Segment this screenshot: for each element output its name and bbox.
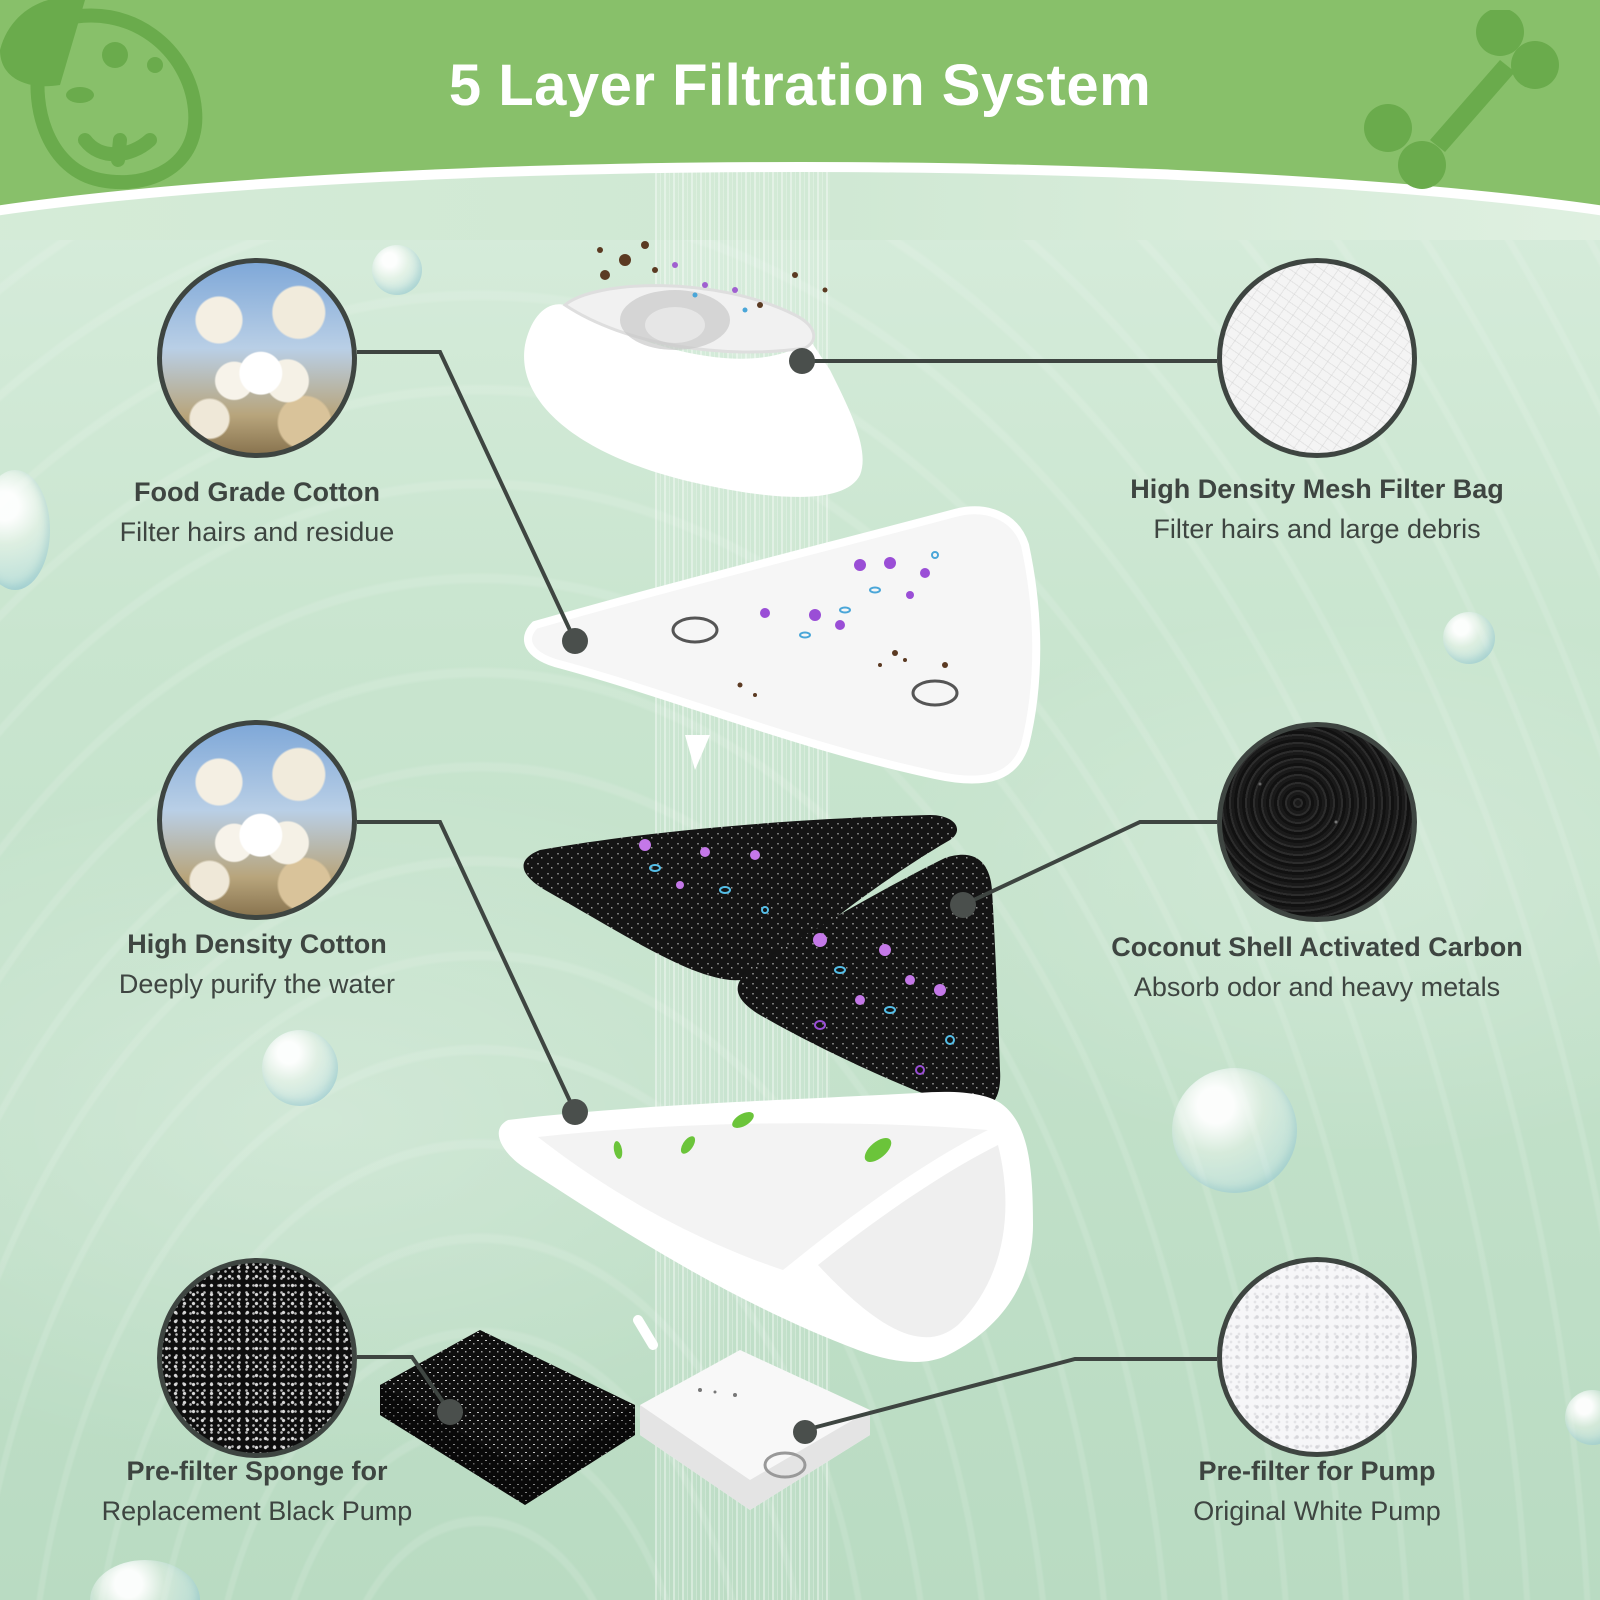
layer-title: High Density Mesh Filter Bag (1130, 474, 1504, 504)
layer-title: Pre-filter for Pump (1198, 1456, 1436, 1486)
white-pump-prefilter-image (640, 1350, 870, 1510)
layer-description: Filter hairs and residue (119, 517, 395, 547)
layer-description: Filter hairs and large debris (1153, 514, 1481, 544)
dog-face-icon (0, 0, 203, 190)
high-density-cotton-tray-image (498, 1091, 1034, 1362)
layer-description: Replacement Black Pump (101, 1496, 413, 1526)
high-density-cotton-thumbnail (157, 720, 357, 920)
food-grade-cotton-thumbnail (157, 258, 357, 458)
header-banner: 5 Layer Filtration System (0, 0, 1600, 240)
bone-icon (1364, 10, 1559, 189)
layer-description: Original White Pump (1193, 1496, 1441, 1526)
bubble (1443, 612, 1495, 664)
layer-title: Pre-filter Sponge for (126, 1456, 388, 1486)
activated-carbon-pad-left-image (523, 815, 958, 981)
mesh-filter-bag-image (524, 241, 863, 497)
mesh-filter-bag-label: High Density Mesh Filter Bag Filter hair… (1067, 469, 1567, 549)
high-density-cotton-label: High Density Cotton Deeply purify the wa… (57, 924, 457, 1004)
black-pump-sponge-thumbnail (157, 1258, 357, 1458)
bubble (262, 1030, 338, 1106)
layer-title: Coconut Shell Activated Carbon (1111, 932, 1523, 962)
activated-carbon-pad-right-image (737, 854, 1001, 1110)
black-pump-sponge-label: Pre-filter Sponge for Replacement Black … (57, 1451, 457, 1531)
food-grade-cotton-pad-image (523, 506, 1041, 784)
food-grade-cotton-label: Food Grade Cotton Filter hairs and resid… (57, 472, 457, 552)
mesh-filter-bag-thumbnail (1217, 258, 1417, 458)
bubble (372, 245, 422, 295)
white-pump-prefilter-thumbnail (1217, 1257, 1417, 1457)
layer-title: High Density Cotton (127, 929, 387, 959)
bubble (1172, 1068, 1297, 1193)
layer-title: Food Grade Cotton (134, 477, 380, 507)
layer-description: Deeply purify the water (118, 969, 396, 999)
activated-carbon-label: Coconut Shell Activated Carbon Absorb od… (1057, 927, 1577, 1007)
activated-carbon-thumbnail (1217, 722, 1417, 922)
page-title: 5 Layer Filtration System (448, 53, 1152, 118)
white-pump-prefilter-label: Pre-filter for Pump Original White Pump (1117, 1451, 1517, 1531)
layer-description: Absorb odor and heavy metals (1133, 972, 1501, 1002)
